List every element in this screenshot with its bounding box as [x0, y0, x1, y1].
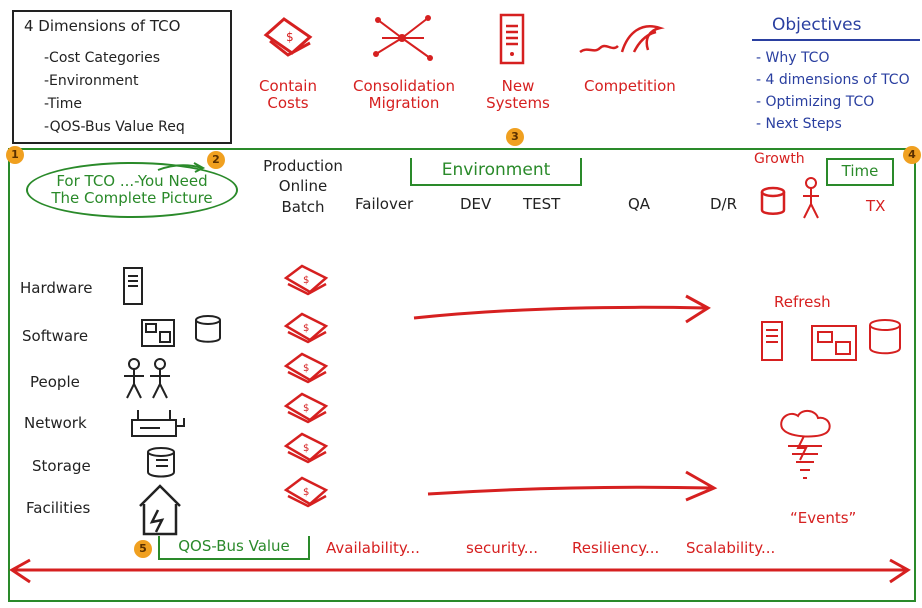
env-failover: Failover — [355, 195, 414, 213]
qos-item: Scalability... — [686, 539, 776, 557]
server-icon — [123, 267, 143, 305]
env-test: TEST — [523, 195, 561, 213]
complete-picture-ellipse — [26, 162, 238, 218]
people-icon — [124, 358, 170, 399]
building-icon — [139, 484, 181, 536]
money-icon: $ — [283, 476, 329, 508]
qos-item: Availability... — [326, 539, 420, 557]
qos-box — [158, 536, 310, 560]
money-icon: $ — [283, 392, 329, 424]
arrow-icon — [157, 162, 206, 173]
svg-text:$: $ — [303, 363, 309, 374]
new-systems-label: New Systems — [486, 77, 550, 112]
database-icon — [760, 186, 786, 215]
objective-item: - Why TCO — [756, 50, 830, 66]
qos-item: security... — [466, 539, 539, 557]
badge-3: 3 — [506, 128, 524, 146]
objectives-underline — [752, 39, 920, 41]
consolidation-label: Consolidation Migration — [353, 77, 455, 112]
category-people: People — [30, 373, 80, 391]
tco-dimensions-box: 4 Dimensions of TCO -Cost Categories -En… — [12, 10, 232, 144]
server-icon — [499, 13, 525, 65]
tco-box-item: -Time — [44, 96, 83, 112]
badge-4: 4 — [903, 146, 921, 164]
growth-label: Growth — [754, 151, 805, 167]
svg-text:$: $ — [303, 275, 309, 286]
arrow-icon — [427, 470, 718, 502]
double-arrow-icon — [9, 558, 911, 584]
badge-2: 2 — [207, 151, 225, 169]
production-label: Production Online Batch — [263, 157, 343, 216]
tornado-icon — [780, 410, 831, 479]
svg-text:$: $ — [303, 443, 309, 454]
environment-box — [410, 158, 582, 186]
environment-label: Environment — [441, 160, 551, 180]
env-dr: D/R — [710, 195, 738, 213]
category-hardware: Hardware — [20, 279, 93, 297]
main-frame — [8, 148, 916, 602]
badge-5: 5 — [134, 540, 152, 558]
category-storage: Storage — [32, 457, 91, 475]
badge-1: 1 — [6, 146, 24, 164]
competition-label: Competition — [584, 77, 676, 95]
objectives-title: Objectives — [772, 15, 862, 35]
svg-text:$: $ — [303, 487, 309, 498]
database-icon — [195, 315, 221, 343]
category-facilities: Facilities — [26, 499, 91, 517]
server-icon — [761, 321, 783, 361]
router-icon — [131, 410, 185, 437]
tco-box-title: 4 Dimensions of TCO — [24, 17, 181, 35]
objective-item: - Next Steps — [756, 116, 842, 132]
events-label: “Events” — [790, 509, 857, 527]
category-software: Software — [22, 327, 89, 345]
svg-text:$: $ — [303, 403, 309, 414]
money-icon: $ — [283, 312, 329, 344]
svg-text:$: $ — [303, 323, 309, 334]
svg-text:$: $ — [286, 30, 294, 44]
time-box — [826, 158, 894, 186]
money-icon: $ — [283, 432, 329, 464]
category-network: Network — [24, 414, 87, 432]
refresh-label: Refresh — [774, 293, 831, 311]
tco-box-item: -QOS-Bus Value Req — [44, 119, 185, 135]
software-icon — [141, 319, 175, 347]
complete-picture-text: For TCO ...-You Need The Complete Pictur… — [51, 172, 213, 207]
time-label: Time — [841, 162, 879, 180]
tx-label: TX — [866, 197, 886, 215]
network-icon — [373, 15, 433, 61]
software-icon — [811, 325, 857, 361]
money-icon: $ — [263, 17, 313, 57]
storage-icon — [147, 447, 175, 478]
wave-icon — [579, 25, 665, 54]
money-icon: $ — [283, 352, 329, 384]
qos-label: QOS-Bus Value — [178, 537, 290, 555]
env-qa: QA — [628, 195, 651, 213]
env-dev: DEV — [460, 195, 492, 213]
people-icon — [803, 177, 819, 219]
arrow-icon — [413, 294, 711, 324]
objective-item: - Optimizing TCO — [756, 94, 875, 110]
qos-item: Resiliency... — [572, 539, 660, 557]
contain-costs-label: Contain Costs — [259, 77, 317, 112]
tco-box-item: -Cost Categories — [44, 50, 161, 66]
objective-item: - 4 dimensions of TCO — [756, 72, 910, 88]
money-icon: $ — [283, 264, 329, 296]
tco-box-item: -Environment — [44, 73, 139, 89]
database-icon — [869, 319, 901, 355]
